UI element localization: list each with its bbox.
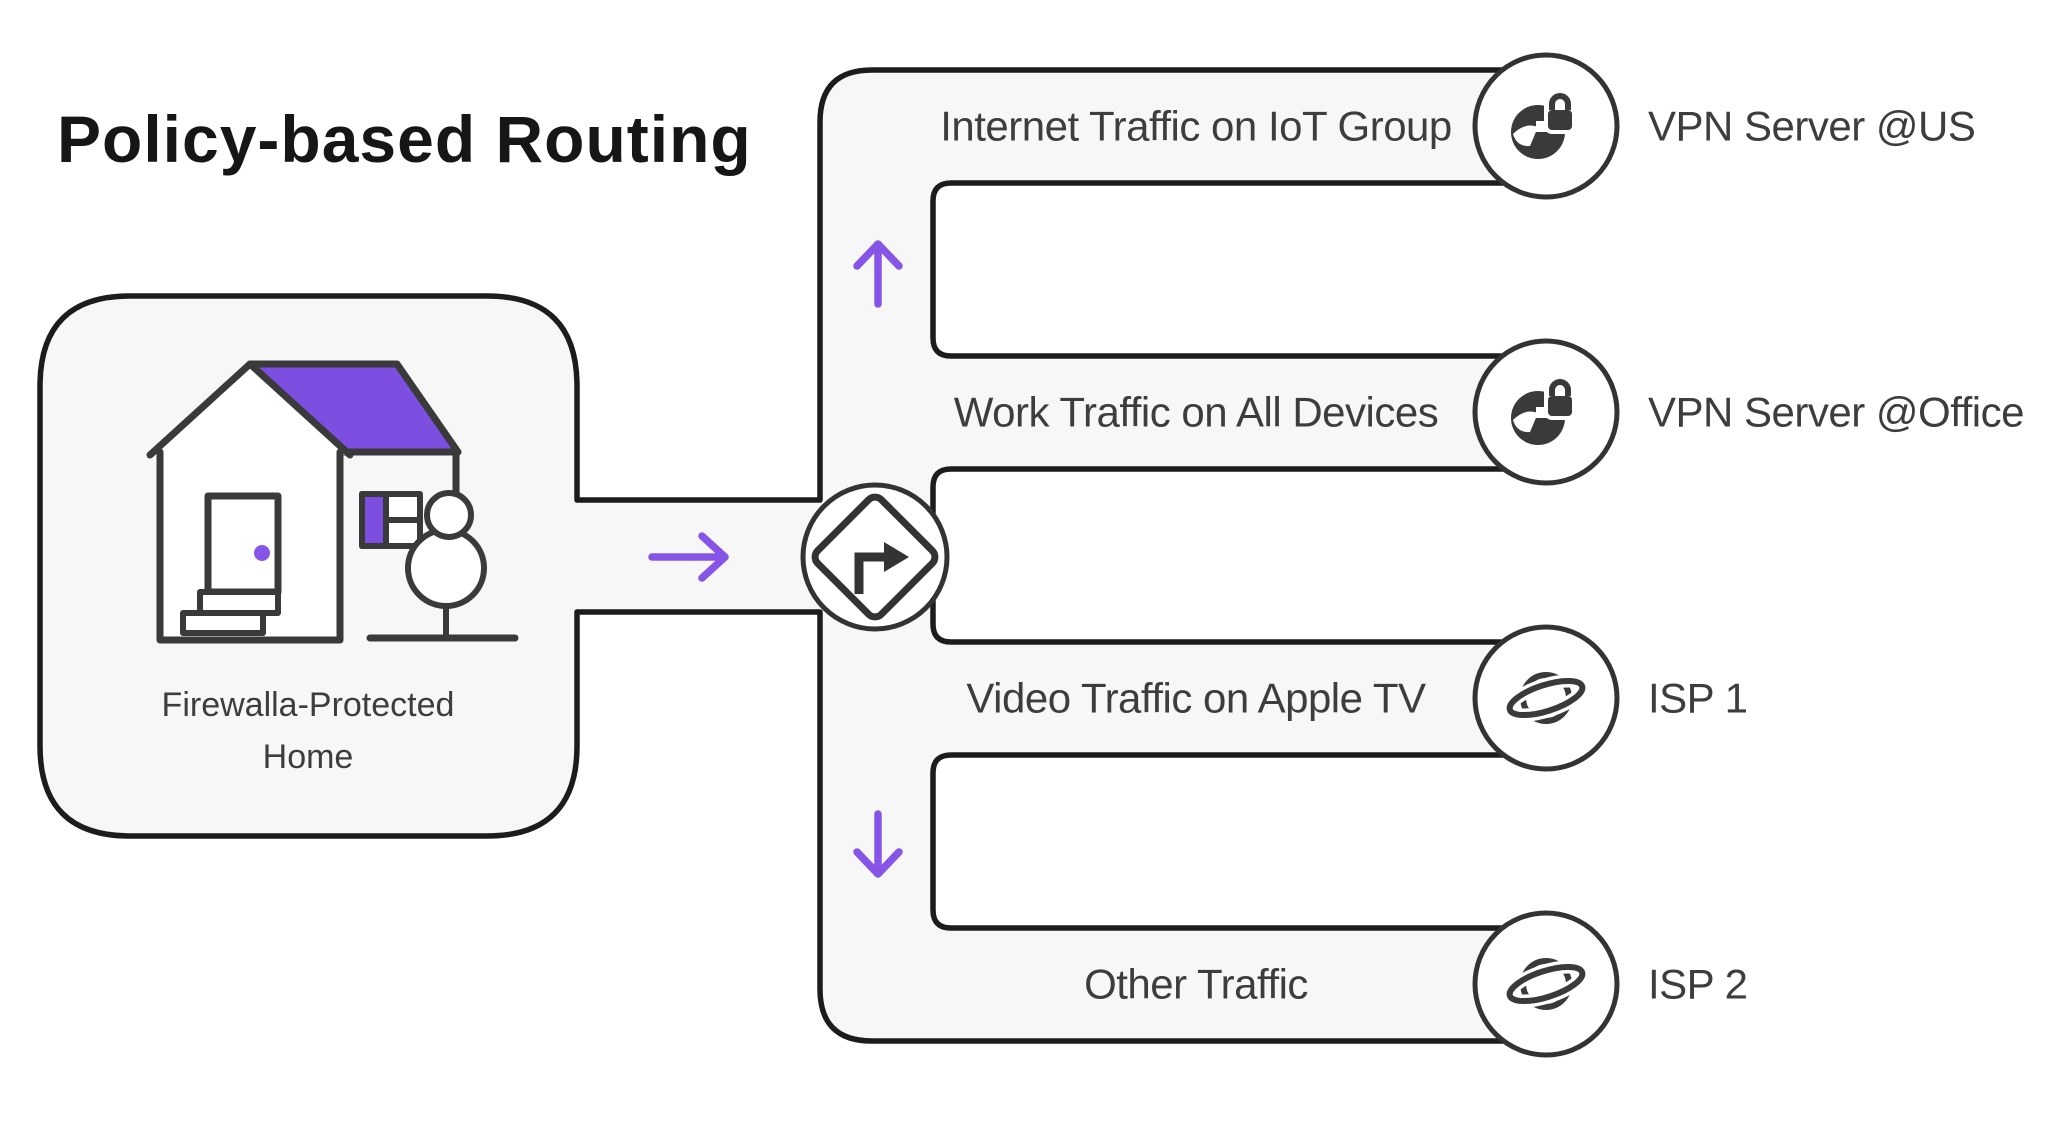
route-destination-label: VPN Server @US: [1648, 103, 1975, 150]
arrow-down-icon: [853, 810, 903, 878]
route-traffic-label: Internet Traffic on IoT Group: [940, 103, 1452, 150]
globe-lock-icon: [1472, 52, 1620, 200]
route-traffic-label: Video Traffic on Apple TV: [966, 675, 1426, 722]
arrow-right-icon: [648, 532, 729, 582]
home-label-line2: Home: [263, 738, 354, 776]
tree-icon: [405, 490, 487, 641]
window-icon: [359, 491, 423, 549]
planet-icon: [1472, 910, 1620, 1058]
route-destination-label: ISP 2: [1648, 961, 1747, 1008]
route-traffic-label: Other Traffic: [1084, 961, 1308, 1008]
flow-shape: [37, 67, 1563, 1044]
arrow-up-icon: [853, 240, 903, 308]
door-knob: [254, 545, 270, 561]
house-icon: [146, 360, 519, 644]
planet-icon: [1472, 624, 1620, 772]
route-destination-label: VPN Server @Office: [1648, 389, 2024, 436]
route-traffic-label: Work Traffic on All Devices: [954, 389, 1438, 436]
turn-right-sign-icon: [800, 482, 950, 632]
page-title: Policy-based Routing: [57, 102, 752, 176]
home-label-line1: Firewalla-Protected: [162, 686, 455, 724]
route-destination-label: ISP 1: [1648, 675, 1747, 722]
globe-lock-icon: [1472, 338, 1620, 486]
